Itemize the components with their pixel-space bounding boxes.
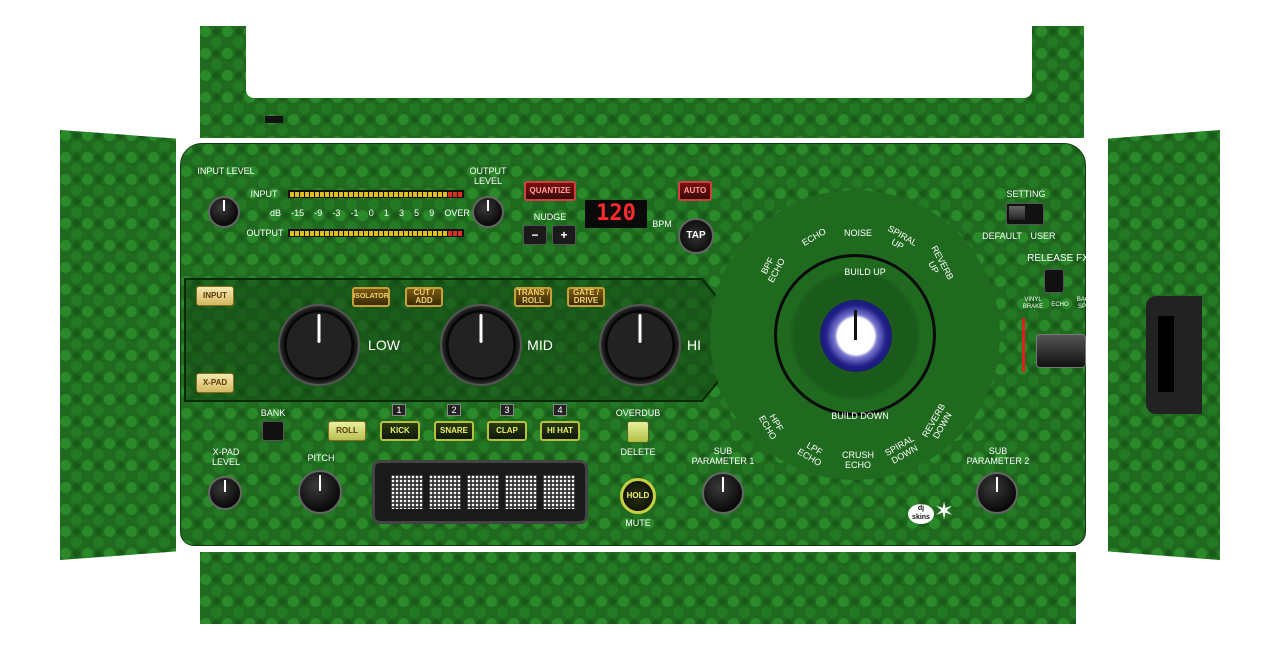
x-pad-segment[interactable] xyxy=(467,475,499,509)
release-fx-lever[interactable] xyxy=(1036,334,1086,368)
sub-param-1-label: SUB PARAMETER 1 xyxy=(691,446,755,466)
roll-button[interactable]: ROLL xyxy=(328,421,366,441)
sub-param-2-label: SUB PARAMETER 2 xyxy=(966,446,1030,466)
pitch-label: PITCH xyxy=(307,453,335,463)
slot-mark xyxy=(265,116,283,123)
auto-button[interactable]: AUTO xyxy=(678,181,712,201)
isolator-button[interactable]: ISOLATOR xyxy=(352,287,390,307)
fx-wheel-inner-ring xyxy=(774,254,936,416)
nudge-label: NUDGE xyxy=(533,212,567,222)
meter-scale: dB -15 -9 -3 -1 0 1 3 5 9 OVER xyxy=(270,208,470,218)
input-level-knob[interactable] xyxy=(208,196,240,228)
left-flap-panel xyxy=(60,130,176,560)
top-flap-cutout xyxy=(246,20,1032,98)
vinyl-brake-label: VINYL BRAKE xyxy=(1022,297,1044,310)
input-level-label: INPUT LEVEL xyxy=(197,166,255,176)
kick-button[interactable]: KICK xyxy=(380,421,420,441)
back-spin-label: BACK SPIN xyxy=(1076,297,1094,310)
output-level-knob[interactable] xyxy=(472,196,504,228)
dj-skins-logo: ✶ dj skins xyxy=(908,498,960,526)
mid-knob[interactable] xyxy=(440,304,522,386)
pad-number-3: 3 xyxy=(500,404,514,416)
build-up-label: BUILD UP xyxy=(844,267,886,277)
overdub-button[interactable] xyxy=(627,421,649,443)
bottom-strip-panel xyxy=(200,552,1076,624)
pad-number-2: 2 xyxy=(447,404,461,416)
clap-button[interactable]: CLAP xyxy=(487,421,527,441)
xpad-button[interactable]: X-PAD xyxy=(196,373,234,393)
snare-button[interactable]: SNARE xyxy=(434,421,474,441)
fx-crush-echo[interactable]: CRUSH ECHO xyxy=(841,450,874,470)
setting-switch-handle[interactable] xyxy=(1009,206,1025,220)
pad-number-4: 4 xyxy=(553,404,567,416)
logo-star-icon: ✶ xyxy=(934,498,955,525)
release-fx-button[interactable] xyxy=(1044,269,1064,293)
input-button[interactable]: INPUT xyxy=(196,286,234,306)
pad-number-1: 1 xyxy=(392,404,406,416)
low-label: LOW xyxy=(368,337,400,353)
echo-label: ECHO xyxy=(1051,302,1069,308)
gate-drive-button[interactable]: GATE / DRIVE xyxy=(567,287,605,307)
bank-button[interactable] xyxy=(262,421,284,441)
default-label: DEFAULT xyxy=(982,231,1022,241)
x-pad-segment[interactable] xyxy=(429,475,461,509)
hold-button[interactable]: HOLD xyxy=(620,478,656,514)
mute-label: MUTE xyxy=(625,518,651,528)
bpm-display: 120 xyxy=(585,200,647,228)
xpad-level-knob[interactable] xyxy=(208,476,242,510)
setting-switch[interactable] xyxy=(1006,203,1044,225)
delete-label: DELETE xyxy=(620,447,656,457)
output-meter xyxy=(288,229,464,237)
output-level-label: OUTPUT LEVEL xyxy=(469,166,507,186)
x-pad-segment[interactable] xyxy=(543,475,575,509)
hi-label: HI xyxy=(687,337,701,353)
build-down-label: BUILD DOWN xyxy=(831,411,889,421)
bank-label: BANK xyxy=(260,408,286,418)
nudge-minus-button[interactable]: − xyxy=(523,225,547,245)
sub-param-1-knob[interactable] xyxy=(702,472,744,514)
x-pad-touch-strip[interactable] xyxy=(372,460,588,524)
hi-knob[interactable] xyxy=(599,304,681,386)
cut-add-button[interactable]: CUT / ADD xyxy=(405,287,443,307)
input-meter xyxy=(288,190,464,198)
logo-text: dj skins xyxy=(908,504,934,524)
mid-label: MID xyxy=(527,337,553,353)
overdub-label: OVERDUB xyxy=(615,408,661,418)
sub-param-2-knob[interactable] xyxy=(976,472,1018,514)
user-label: USER xyxy=(1030,231,1056,241)
side-port xyxy=(1146,296,1202,414)
trans-roll-button[interactable]: TRANS / ROLL xyxy=(514,287,552,307)
nudge-plus-button[interactable]: + xyxy=(552,225,576,245)
x-pad-segment[interactable] xyxy=(391,475,423,509)
release-fx-label: RELEASE FX xyxy=(1027,253,1089,264)
output-meter-label: OUTPUT xyxy=(246,228,284,238)
release-fx-indicator xyxy=(1022,318,1025,372)
pitch-knob[interactable] xyxy=(298,470,342,514)
quantize-button[interactable]: QUANTIZE xyxy=(524,181,576,201)
bpm-label: BPM xyxy=(652,219,672,229)
side-port-slot xyxy=(1158,316,1174,392)
fx-knob-pointer xyxy=(854,310,857,340)
setting-label: SETTING xyxy=(1006,189,1046,199)
input-meter-label: INPUT xyxy=(250,189,278,199)
xpad-level-label: X-PAD LEVEL xyxy=(211,447,241,467)
tap-button[interactable]: TAP xyxy=(678,218,714,254)
hihat-button[interactable]: HI HAT xyxy=(540,421,580,441)
low-knob[interactable] xyxy=(278,304,360,386)
x-pad-segment[interactable] xyxy=(505,475,537,509)
fx-noise[interactable]: NOISE xyxy=(843,228,872,238)
